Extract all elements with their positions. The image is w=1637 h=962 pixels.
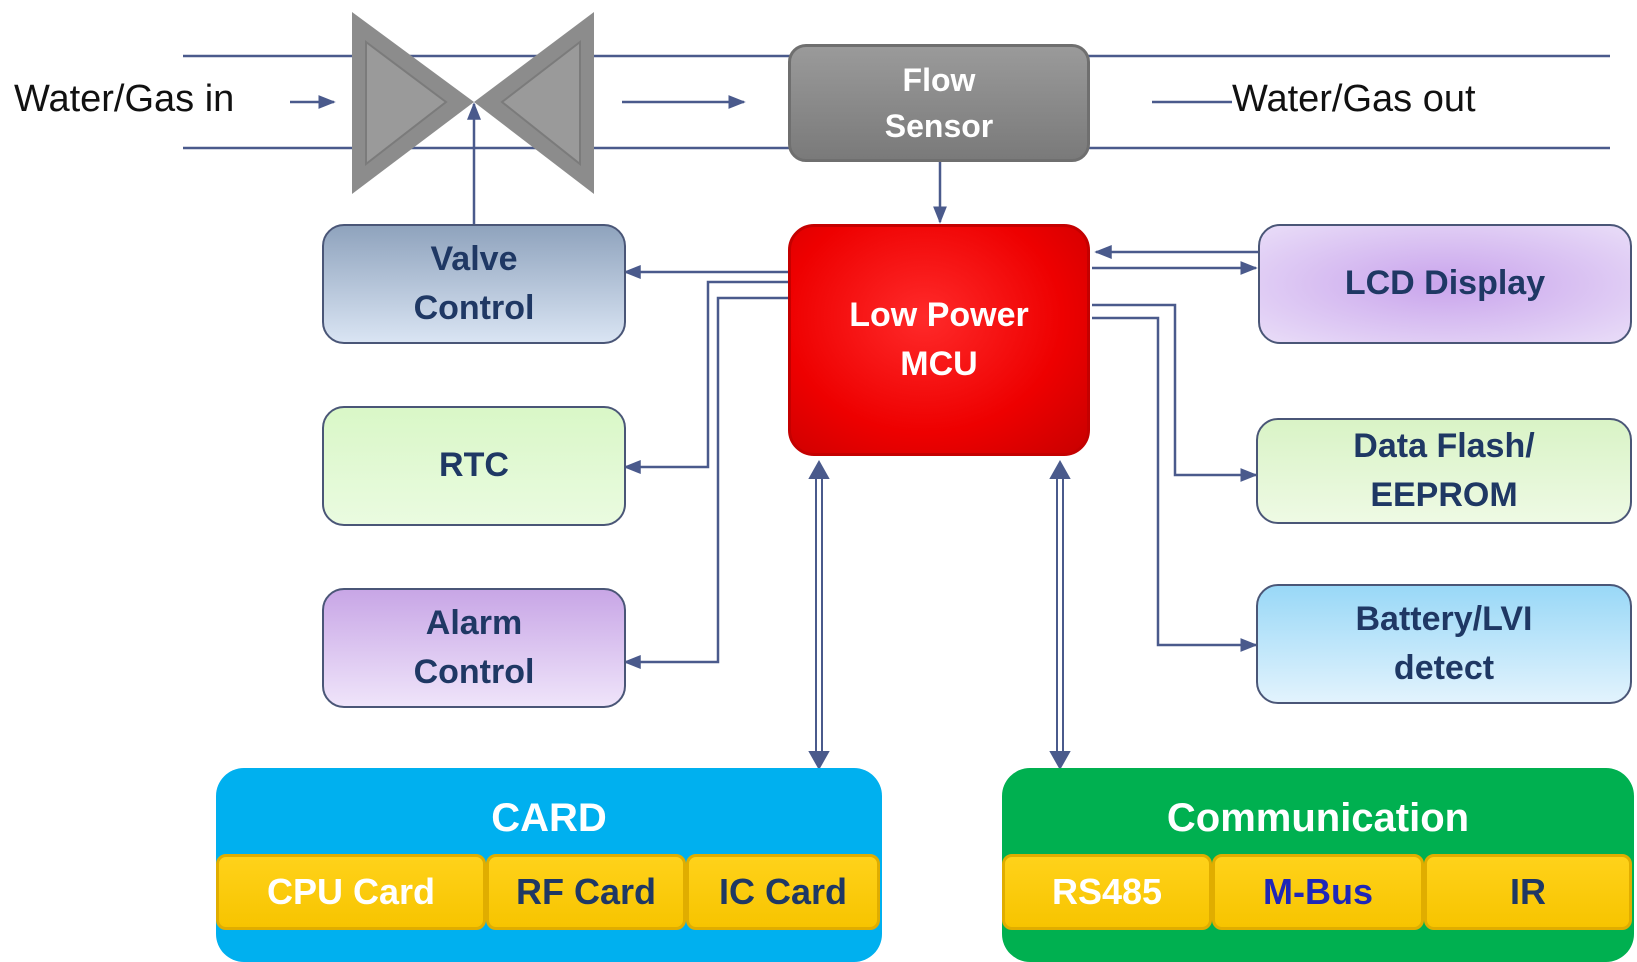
communication-group: Communication RS485 M-Bus IR: [1002, 768, 1634, 962]
alarm-control-label-line2: Control: [413, 653, 535, 691]
battery-label-line1: Battery/LVI: [1355, 599, 1533, 638]
flow-sensor-label-line2: Sensor: [884, 108, 994, 144]
valve-control-label-line1: Valve: [430, 239, 518, 278]
mcu-label-line2: MCU: [900, 345, 978, 383]
card-group: CARD CPU Card RF Card IC Card: [216, 768, 882, 962]
card-group-title: CARD: [491, 796, 607, 840]
mcu-to-flash-arrow: [1092, 303, 1258, 482]
rtc-label: RTC: [439, 446, 509, 485]
mbus-item[interactable]: M-Bus: [1212, 854, 1424, 930]
mcu-comm-arrowhead-down: [1049, 751, 1071, 771]
data-flash-label-line2: EEPROM: [1370, 476, 1518, 514]
ir-item[interactable]: IR: [1424, 854, 1632, 930]
mcu-card-arrowhead-up: [808, 459, 830, 479]
battery-block[interactable]: Battery/LVI detect: [1256, 584, 1632, 704]
outlet-label: Water/Gas out: [1232, 78, 1476, 120]
rtc-block[interactable]: RTC: [322, 406, 626, 526]
mcu-to-battery-arrow: [1092, 316, 1258, 652]
communication-group-title: Communication: [1166, 796, 1470, 840]
data-flash-label-line1: Data Flash/: [1353, 426, 1535, 465]
rf-card-item[interactable]: RF Card: [486, 854, 686, 930]
lcd-display-block[interactable]: LCD Display: [1258, 224, 1632, 344]
rs485-item[interactable]: RS485: [1002, 854, 1212, 930]
valve-icon: [352, 12, 594, 194]
battery-label-line2: detect: [1393, 649, 1495, 687]
data-flash-block[interactable]: Data Flash/EEPROM: [1256, 418, 1632, 524]
inlet-label: Water/Gas in: [14, 78, 235, 120]
mcu-card-arrowhead-down: [808, 751, 830, 771]
mcu-to-rtc-arrow: [623, 280, 788, 474]
alarm-control-label-line1: Alarm: [425, 603, 523, 642]
lcd-display-label: LCD Display: [1344, 264, 1546, 303]
mcu-comm-arrowhead-up: [1049, 459, 1071, 479]
flow-sensor-label-line1: Flow: [902, 61, 976, 98]
mcu-to-alarm-arrow: [623, 296, 788, 669]
cpu-card-item[interactable]: CPU Card: [216, 854, 486, 930]
valve-control-label-line2: Control: [413, 289, 535, 327]
mcu-label-line1: Low Power: [849, 295, 1029, 334]
ic-card-item[interactable]: IC Card: [686, 854, 880, 930]
